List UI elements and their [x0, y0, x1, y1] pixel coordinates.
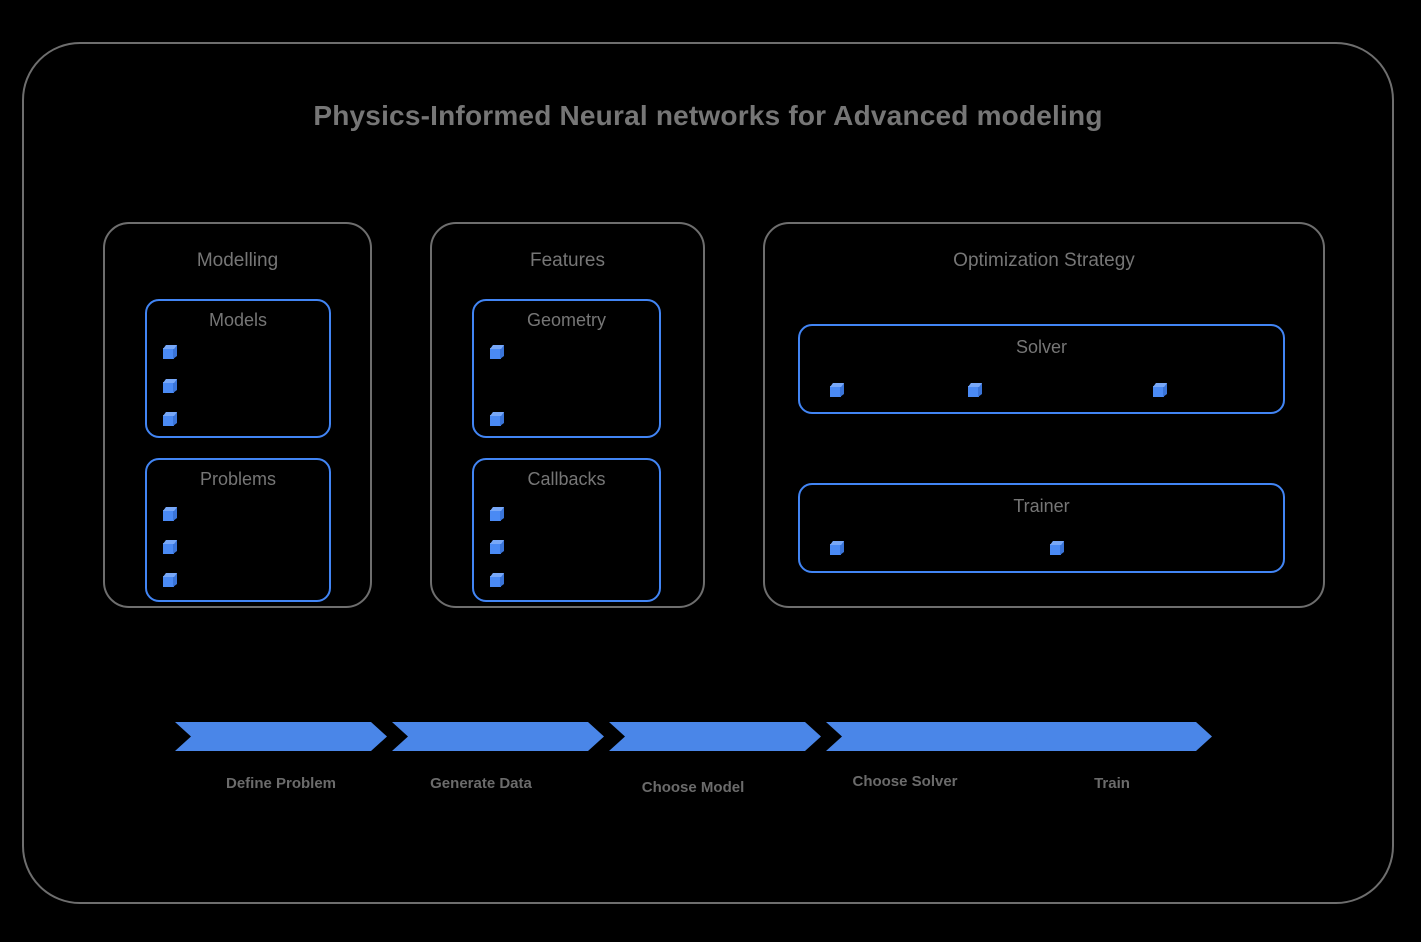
group-title-optimization-strategy: Optimization Strategy [953, 250, 1135, 271]
workflow-step-label-choose-model: Choose Model [641, 779, 745, 796]
blue-box-models[interactable]: Models [145, 299, 331, 438]
item-marker-cube [490, 507, 504, 521]
workflow-step-arrow-choose-model[interactable] [609, 722, 821, 751]
item-marker-cube [1153, 383, 1167, 397]
blue-box-title-problems: Problems [199, 469, 277, 489]
item-marker-cube [163, 507, 177, 521]
blue-box-title-models: Models [208, 310, 268, 330]
item-marker-cube [490, 412, 504, 426]
blue-box-problems[interactable]: Problems [145, 458, 331, 602]
item-marker-cube [490, 345, 504, 359]
item-marker-cube [490, 573, 504, 587]
page-title: Physics-Informed Neural networks for Adv… [313, 100, 1103, 131]
item-marker-cube [163, 540, 177, 554]
blue-box-trainer[interactable]: Trainer [798, 483, 1285, 573]
blue-box-callbacks[interactable]: Callbacks [472, 458, 661, 602]
item-marker-cube [830, 383, 844, 397]
group-panel-optimization-strategy: Optimization Strategy [763, 222, 1325, 608]
item-marker-cube [163, 573, 177, 587]
item-marker-cube [830, 541, 844, 555]
workflow-arrow-row [175, 722, 1212, 751]
workflow-step-arrow-choose-solver[interactable] [826, 722, 1038, 751]
group-panel-features: Features [430, 222, 705, 608]
blue-box-solver[interactable]: Solver [798, 324, 1285, 414]
blue-box-title-callbacks: Callbacks [527, 469, 606, 489]
group-title-modelling: Modelling [196, 250, 279, 271]
workflow-step-label-define-problem: Define Problem [225, 775, 337, 792]
workflow-step-label-train: Train [1094, 775, 1130, 792]
outer-container-frame [22, 42, 1394, 904]
workflow-step-label-generate-data: Generate Data [430, 775, 532, 792]
item-marker-cube [163, 379, 177, 393]
item-marker-cube [163, 412, 177, 426]
workflow-step-arrow-train[interactable] [1013, 722, 1212, 751]
item-marker-cube [968, 383, 982, 397]
blue-box-title-geometry: Geometry [526, 310, 607, 330]
item-marker-cube [163, 345, 177, 359]
blue-box-title-trainer: Trainer [1013, 496, 1070, 516]
workflow-step-arrow-generate-data[interactable] [392, 722, 604, 751]
workflow-step-label-choose-solver: Choose Solver [852, 773, 958, 790]
item-marker-cube [1050, 541, 1064, 555]
blue-box-geometry[interactable]: Geometry [472, 299, 661, 438]
workflow-step-arrow-define-problem[interactable] [175, 722, 387, 751]
group-title-features: Features [530, 250, 605, 271]
blue-box-title-solver: Solver [1015, 337, 1068, 357]
group-panel-modelling: Modelling [103, 222, 372, 608]
item-marker-cube [490, 540, 504, 554]
